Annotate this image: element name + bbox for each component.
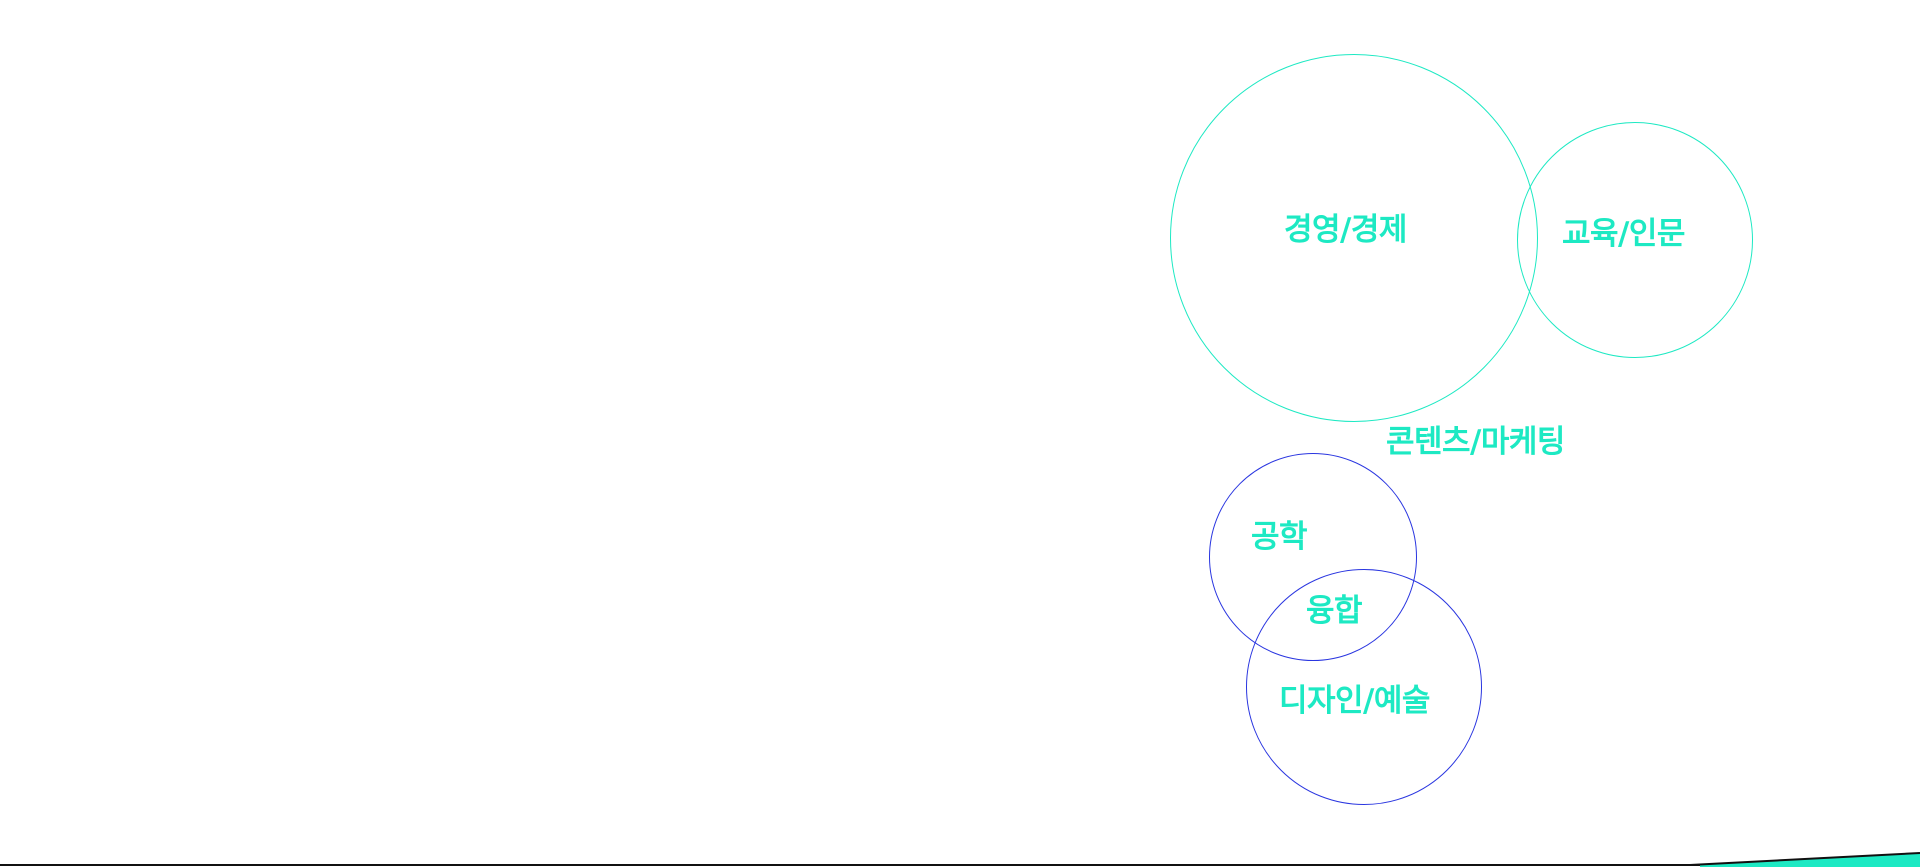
bottom-rule-slant — [1689, 852, 1920, 866]
bottom-rule — [0, 852, 1920, 867]
label-business: 경영/경제 — [1284, 212, 1407, 248]
label-convergence: 융합 — [1306, 593, 1363, 629]
circle-design — [1246, 569, 1482, 805]
circle-education — [1517, 122, 1753, 358]
label-education: 교육/인문 — [1562, 216, 1685, 252]
label-design: 디자인/예술 — [1279, 683, 1430, 719]
label-content: 콘텐츠/마케팅 — [1386, 424, 1565, 460]
label-engineering: 공학 — [1251, 519, 1308, 555]
